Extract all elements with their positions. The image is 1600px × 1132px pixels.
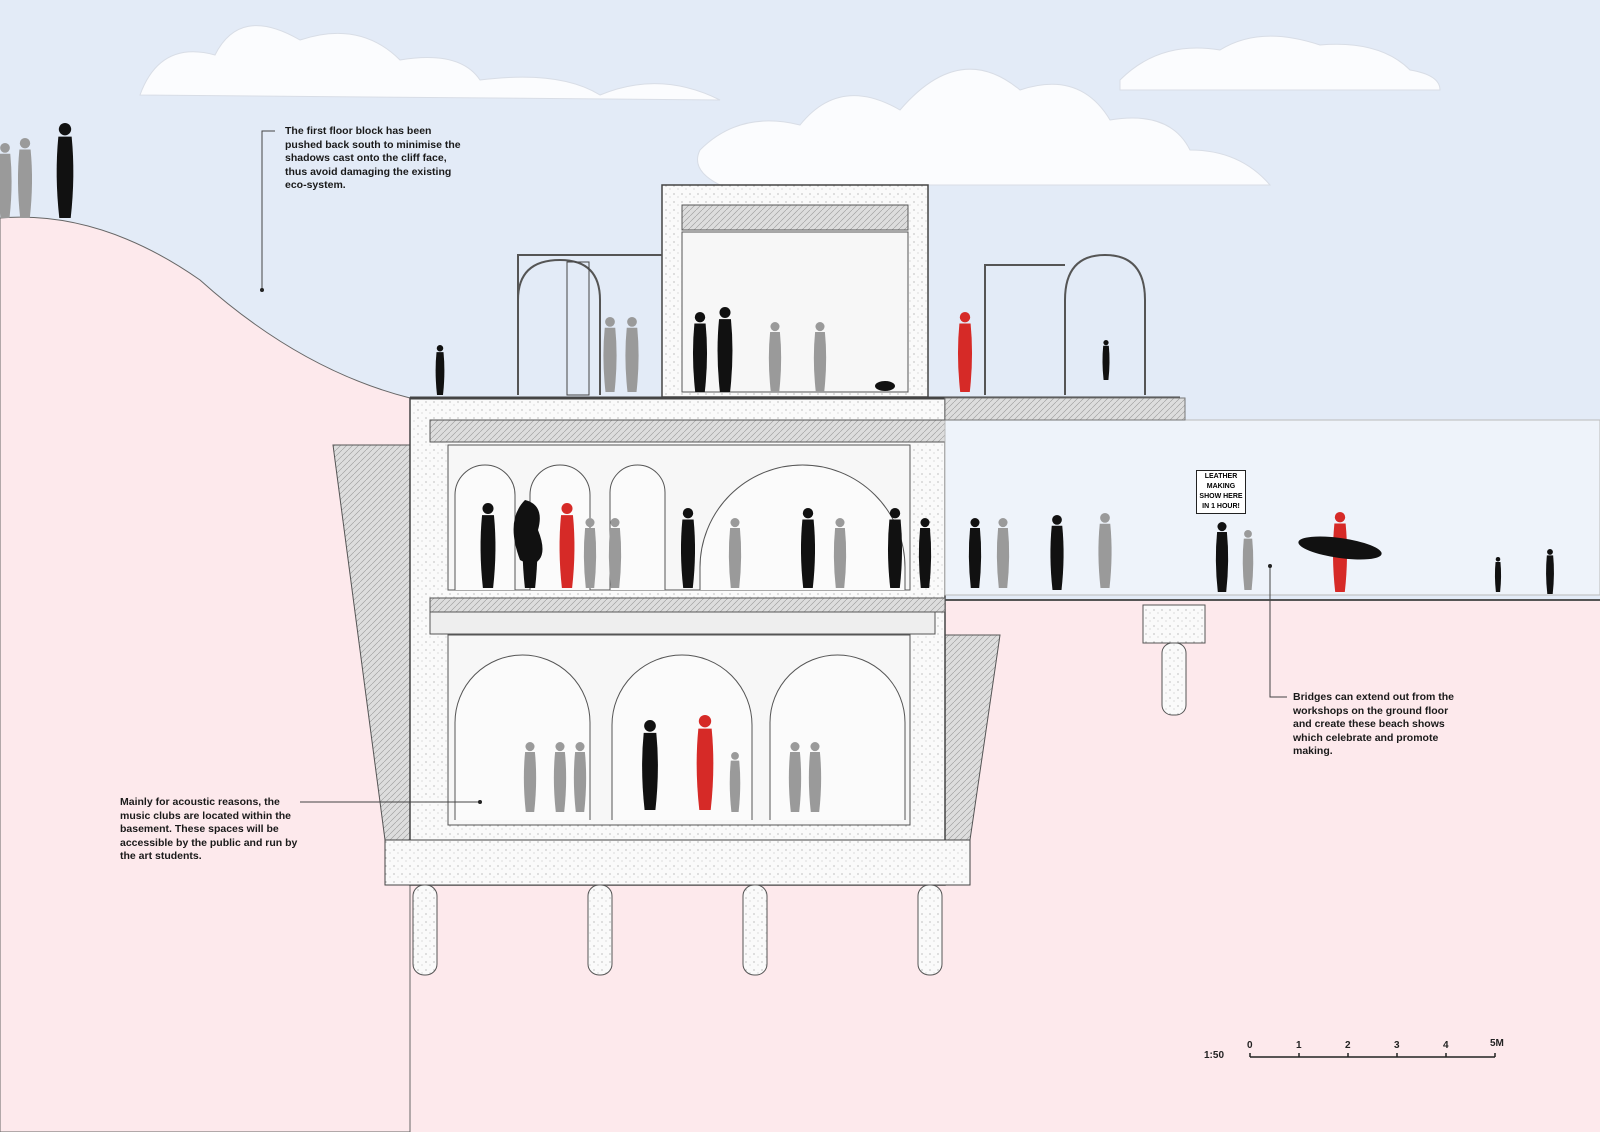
person-silhouette [603, 317, 617, 392]
person-silhouette [768, 322, 782, 392]
scale-tick-label: 3 [1394, 1040, 1400, 1051]
person-silhouette [1098, 513, 1112, 588]
ladder [566, 261, 590, 396]
person-silhouette [996, 518, 1010, 588]
ground-floor-slab [429, 597, 946, 613]
cat-silhouette [875, 381, 895, 391]
person-silhouette [680, 508, 696, 588]
arch [769, 654, 906, 820]
person-silhouette [729, 752, 741, 812]
person-silhouette [480, 503, 496, 588]
person-silhouette [625, 317, 639, 392]
basement-ceiling [429, 611, 936, 635]
pile [412, 884, 438, 976]
figures [0, 123, 1554, 812]
beach-ground [945, 600, 1600, 1132]
person-silhouette [559, 503, 575, 588]
person-silhouette [642, 720, 658, 810]
scale-bar [1249, 1053, 1496, 1058]
leader-first-floor [261, 130, 275, 290]
person-silhouette [1494, 557, 1502, 592]
clouds [139, 25, 1441, 186]
annotation-basement: Mainly for acoustic reasons, the music c… [120, 796, 298, 862]
person-silhouette [957, 312, 973, 392]
upper-room [681, 231, 909, 393]
piles [412, 884, 943, 976]
person-silhouette [553, 742, 567, 812]
person-silhouette [608, 518, 622, 588]
person-silhouette [717, 307, 733, 392]
arch [454, 654, 591, 820]
foundation [384, 839, 971, 886]
bridge-extension [944, 419, 1600, 596]
leader-bridges [1269, 566, 1287, 698]
person-silhouette [788, 742, 802, 812]
scale-tick-label: 0 [1247, 1040, 1253, 1051]
person-silhouette [808, 742, 822, 812]
leather-show-sign: LEATHER MAKING SHOW HERE IN 1 HOUR! [1196, 470, 1246, 514]
arch [529, 464, 591, 590]
person-silhouette [800, 508, 816, 588]
person-silhouette [918, 518, 932, 588]
left-pergola [517, 254, 662, 395]
upper-roof-slab [681, 204, 909, 231]
sign-line: LEATHER [1204, 473, 1238, 480]
person-silhouette [728, 518, 742, 588]
person-silhouette [833, 518, 847, 588]
person-silhouette [583, 518, 597, 588]
person-silhouette [887, 508, 903, 588]
person-silhouette [813, 322, 827, 392]
pile [587, 884, 613, 976]
cliff-ground [0, 216, 411, 1132]
person-silhouette [56, 123, 74, 218]
surfboard [1298, 536, 1382, 560]
person-silhouette [1242, 530, 1254, 590]
annotation-bridges: Bridges can extend out from the workshop… [1293, 691, 1455, 757]
scale-tick-label: 4 [1443, 1040, 1449, 1051]
sign-line: IN 1 HOUR! [1202, 503, 1240, 510]
person-silhouette [968, 518, 982, 588]
sculpture [513, 500, 543, 565]
scale-tick-label: 2 [1345, 1040, 1351, 1051]
person-silhouette [17, 138, 33, 218]
person-silhouette [1215, 522, 1229, 592]
roof-slab [429, 419, 946, 443]
person-silhouette [573, 742, 587, 812]
person-silhouette [0, 143, 12, 218]
scale-tick-label: 1 [1296, 1040, 1302, 1051]
person-silhouette [696, 715, 714, 810]
person-silhouette [1050, 515, 1064, 590]
person-silhouette [1546, 549, 1554, 594]
sign-line: SHOW HERE [1199, 493, 1243, 500]
person-silhouette [435, 345, 445, 395]
arch [609, 464, 666, 590]
person-silhouette [1102, 340, 1110, 380]
pile [917, 884, 943, 976]
bridge-pier [1142, 604, 1206, 644]
sign-line: MAKING [1206, 483, 1236, 490]
scale-tick-label: 5M [1490, 1038, 1504, 1049]
right-pergola [984, 253, 1146, 395]
scale-ratio: 1:50 [1204, 1050, 1225, 1061]
pile [742, 884, 768, 976]
annotation-first-floor: The first floor block has been pushed ba… [285, 125, 461, 191]
person-silhouette [692, 312, 708, 392]
person-silhouette [523, 742, 537, 812]
